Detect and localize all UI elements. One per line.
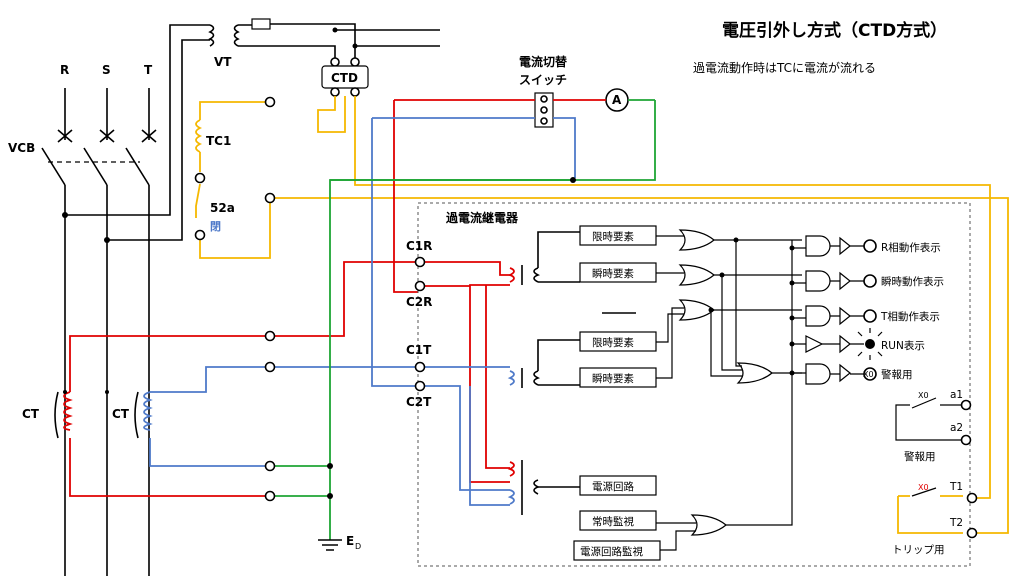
element-blocks (573, 225, 661, 561)
earth-wiring (270, 99, 656, 540)
block-inst-r: 瞬時要素 (592, 267, 634, 280)
a2-label: a2 (950, 422, 963, 434)
current-switch-label-1: 電流切替 (519, 54, 568, 69)
sw52a-label: 52a (210, 201, 235, 215)
phase-label-r: R (60, 63, 69, 77)
ctd-label: CTD (331, 71, 358, 85)
ammeter-label: A (612, 93, 622, 107)
t-phase-wiring (149, 117, 576, 506)
ctd-unit (321, 57, 369, 97)
indicator-alarm: 警報用 (881, 368, 913, 381)
ct-left-label: CT (22, 407, 40, 421)
a1-label: a1 (950, 389, 963, 401)
page-title: 電圧引外し方式（CTD方式） (722, 20, 947, 41)
c1r-label: C1R (406, 239, 432, 253)
t2-label: T2 (949, 517, 963, 529)
trip-contacts (911, 487, 937, 497)
sw52a-state: 閉 (210, 220, 221, 233)
t1-label: T1 (949, 481, 963, 493)
r-phase-wiring (69, 99, 606, 497)
ed-sub-label: D (355, 542, 361, 551)
c1t-label: C1T (406, 343, 432, 357)
relay-enclosure (417, 202, 971, 567)
current-switch (534, 92, 554, 128)
vt-label: VT (214, 55, 232, 69)
c2r-label: C2R (406, 295, 432, 309)
vt-transformer (65, 18, 440, 241)
current-switch-label-2: スイッチ (519, 73, 567, 87)
alarm-use-label: 警報用 (904, 450, 936, 463)
c2t-label: C2T (406, 395, 432, 409)
block-power-monitor: 電源回路監視 (580, 545, 643, 558)
output-drivers (792, 235, 883, 385)
page-subtitle: 過電流動作時はTCに電流が流れる (693, 60, 876, 75)
block-timed-t: 限時要素 (592, 336, 634, 349)
trip-circuit-wiring (195, 96, 1009, 534)
block-timed-r: 限時要素 (592, 230, 634, 243)
trip-x0-label: X0 (918, 483, 929, 492)
vcb-label: VCB (8, 141, 35, 155)
phase-label-s: S (102, 63, 111, 77)
ct-right (134, 391, 153, 439)
alarm-contacts (895, 397, 962, 441)
logic-gates (602, 229, 802, 551)
internal-ct-coils (521, 231, 580, 515)
ed-label: E (346, 534, 354, 548)
tc1-label: TC1 (206, 134, 231, 148)
ct-right-label: CT (112, 407, 130, 421)
block-power-circuit: 電源回路 (592, 480, 634, 493)
indicator-instant: 瞬時動作表示 (881, 275, 944, 288)
earth-symbol (318, 539, 342, 551)
x0-lamp-label: X0 (863, 370, 874, 379)
relay-title: 過電流継電器 (445, 210, 519, 225)
block-inst-t: 瞬時要素 (592, 372, 634, 385)
indicator-run: RUN表示 (881, 339, 925, 352)
block-always-monitor: 常時監視 (592, 515, 634, 528)
trip-use-label: トリップ用 (892, 544, 945, 556)
phase-label-t: T (144, 63, 153, 77)
indicator-r-phase: R相動作表示 (881, 241, 941, 254)
vcb-breaker (41, 88, 157, 576)
ct-left (54, 391, 73, 439)
indicator-t-phase: T相動作表示 (880, 310, 940, 323)
alarm-x0-label: X0 (918, 391, 929, 400)
